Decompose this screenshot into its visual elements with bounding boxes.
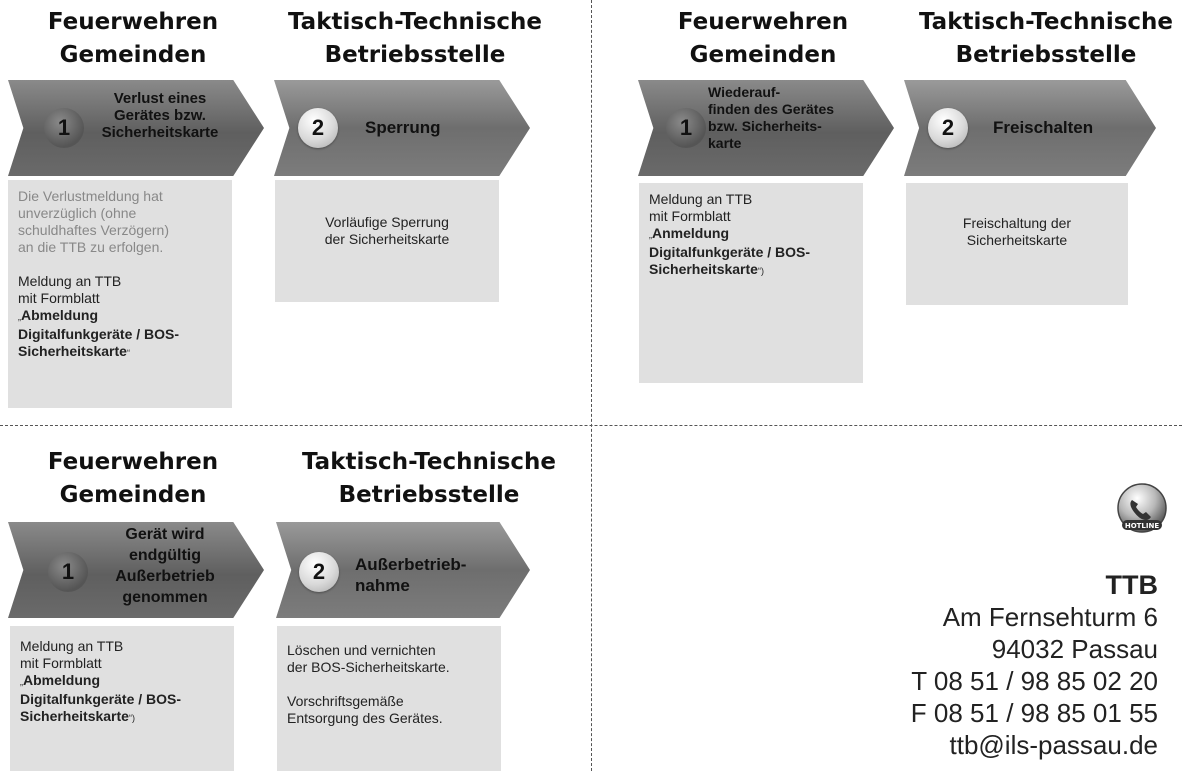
contact-phone: T 08 51 / 98 85 02 20: [911, 666, 1158, 696]
step2-description: Freischaltung der Sicherheitskarte: [906, 183, 1128, 305]
step2-number: 2: [298, 108, 338, 148]
horizontal-divider: [0, 425, 1182, 426]
contact-email[interactable]: ttb@ils-passau.de: [949, 730, 1159, 760]
step1-number: 1: [44, 108, 84, 148]
step2-label: Sperrung: [365, 118, 441, 137]
step2-number: 2: [928, 108, 968, 148]
step1-description: Meldung an TTB mit Formblatt „Anmeldung …: [639, 183, 863, 383]
step2-label: Außerbetrieb- nahme: [355, 555, 467, 595]
step1-label: Gerät wird endgültig Außerbetrieb genomm…: [115, 526, 215, 606]
contact-street: Am Fernsehturm 6: [942, 602, 1158, 632]
contact-fax: F 08 51 / 98 85 01 55: [910, 698, 1158, 728]
contact-city: 94032 Passau: [991, 634, 1158, 664]
contact-block: TTB Am Fernsehturm 6 94032 Passau T 08 5…: [911, 569, 1158, 761]
svg-text:HOTLINE: HOTLINE: [1125, 522, 1160, 530]
contact-name: TTB: [1105, 570, 1158, 600]
step2-label: Freischalten: [993, 118, 1094, 137]
step1-label: Wiederauf- finden des Gerätes bzw. Siche…: [708, 84, 835, 151]
step1-description: Meldung an TTB mit Formblatt „Abmeldung …: [10, 626, 234, 771]
step1-number: 1: [48, 552, 88, 592]
step1-number: 1: [666, 108, 706, 148]
phone-hotline-icon: HOTLINE: [1114, 482, 1170, 543]
step2-description: Löschen und vernichten der BOS-Sicherhei…: [277, 626, 501, 771]
step1-label: Verlust eines Gerätes bzw. Sicherheitska…: [101, 90, 219, 141]
step1-description: Die Verlustmeldung hat unverzüglich (ohn…: [8, 180, 232, 408]
step2-number: 2: [299, 552, 339, 592]
vertical-divider: [591, 0, 592, 771]
step2-description: Vorläufige Sperrung der Sicherheitskarte: [275, 180, 499, 302]
